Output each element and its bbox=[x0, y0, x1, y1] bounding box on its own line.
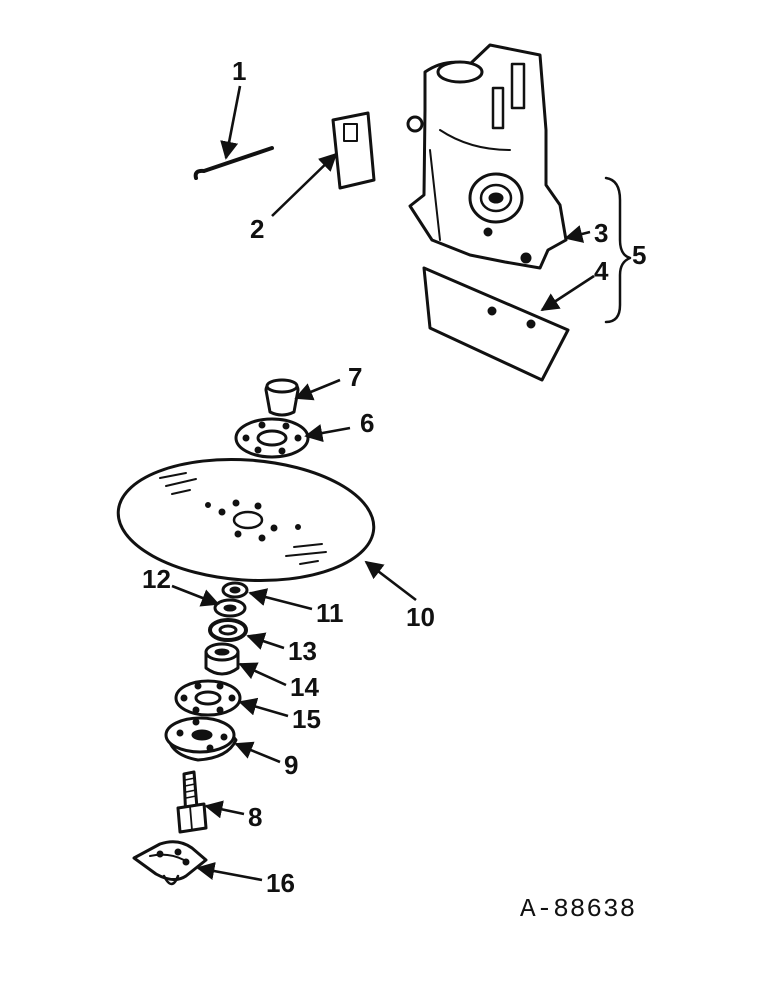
callout-16: 16 bbox=[266, 868, 295, 898]
leader-lines bbox=[171, 85, 595, 882]
callout-6: 6 bbox=[360, 408, 374, 438]
leader-15 bbox=[238, 697, 289, 718]
callout-3: 3 bbox=[594, 218, 608, 248]
callout-10: 10 bbox=[406, 602, 435, 632]
leader-7 bbox=[294, 378, 341, 401]
part-16-lower-hub bbox=[132, 840, 208, 886]
leader-3 bbox=[564, 225, 591, 243]
callout-13: 13 bbox=[288, 636, 317, 666]
part-3-bracket-housing bbox=[406, 43, 568, 270]
leader-6 bbox=[304, 424, 351, 443]
part-4-scraper-blade bbox=[422, 266, 570, 382]
leader-1 bbox=[220, 85, 242, 160]
part-14-bearing bbox=[204, 642, 240, 676]
part-12-washer bbox=[213, 598, 247, 618]
part-10-disc-blade bbox=[116, 457, 376, 583]
part-1-bent-rod bbox=[193, 146, 274, 180]
callout-14: 14 bbox=[290, 672, 319, 702]
leader-4 bbox=[540, 274, 595, 312]
assembly-brace bbox=[604, 176, 632, 324]
callout-4: 4 bbox=[594, 256, 609, 286]
callout-2: 2 bbox=[250, 214, 264, 244]
callout-7: 7 bbox=[348, 362, 362, 392]
part-15-gasket bbox=[174, 679, 242, 717]
callout-5: 5 bbox=[632, 240, 646, 270]
part-6-flange-plate bbox=[234, 417, 310, 459]
callout-1: 1 bbox=[232, 56, 246, 86]
leader-12 bbox=[171, 584, 220, 607]
part-13-seal bbox=[208, 618, 248, 642]
leader-14 bbox=[238, 662, 287, 687]
callout-15: 15 bbox=[292, 704, 321, 734]
part-8-spindle-bolt bbox=[176, 770, 208, 834]
callout-9: 9 bbox=[284, 750, 298, 780]
part-9-hub-cap bbox=[164, 716, 238, 762]
callout-11: 11 bbox=[316, 598, 344, 628]
callout-labels: 1 2 3 4 5 6 7 8 9 10 11 12 13 14 15 16 bbox=[142, 56, 646, 898]
part-11-spacer bbox=[221, 581, 249, 599]
leader-11 bbox=[248, 588, 313, 611]
callout-8: 8 bbox=[248, 802, 262, 832]
part-7-bushing bbox=[264, 378, 300, 417]
leader-8 bbox=[204, 800, 245, 819]
leader-2 bbox=[271, 152, 338, 217]
part-2-decal-plate bbox=[331, 111, 376, 190]
leader-9 bbox=[234, 741, 281, 764]
leader-10 bbox=[364, 560, 417, 602]
callout-12: 12 bbox=[142, 564, 171, 594]
leader-13 bbox=[246, 632, 285, 650]
drawing-code: A-88638 bbox=[520, 894, 636, 924]
leader-16 bbox=[196, 862, 263, 882]
